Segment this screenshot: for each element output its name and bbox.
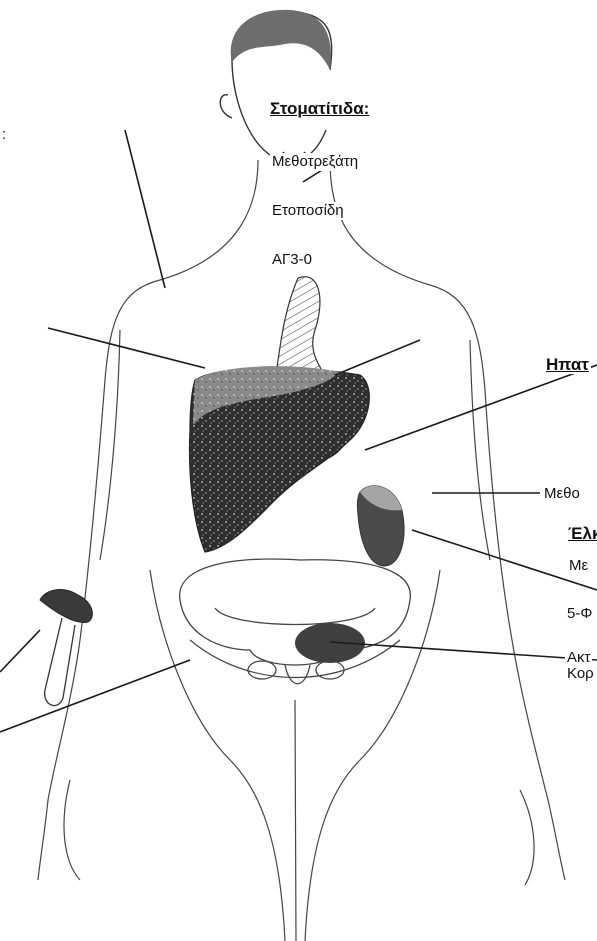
liver-drug-label: Μεθο	[542, 485, 582, 503]
ulcer-drug-3: Ακτ	[565, 650, 592, 666]
ulcer-drug-4: Κορ	[565, 666, 596, 682]
top-left-fragment: :	[0, 126, 8, 144]
ulcer-drug-1: Με	[567, 557, 590, 575]
stomatitis-drug-methotrexate: Μεθοτρεξάτη	[270, 153, 360, 171]
stomatitis-drug-etoposide: Ετοποσίδη	[270, 202, 346, 220]
stomatitis-header: Στοματίτιδα:	[268, 100, 371, 118]
stomatitis-drug-third: ΑΓ3-0	[270, 251, 314, 269]
reflex-hammer	[40, 590, 92, 706]
hepatotoxicity-header: Ηπατ	[544, 356, 591, 374]
ulcer-drug-2: 5-Φ	[565, 605, 594, 623]
ulcer-header: Έλκ	[566, 525, 597, 543]
pelvis	[180, 559, 411, 684]
hair	[231, 10, 331, 70]
